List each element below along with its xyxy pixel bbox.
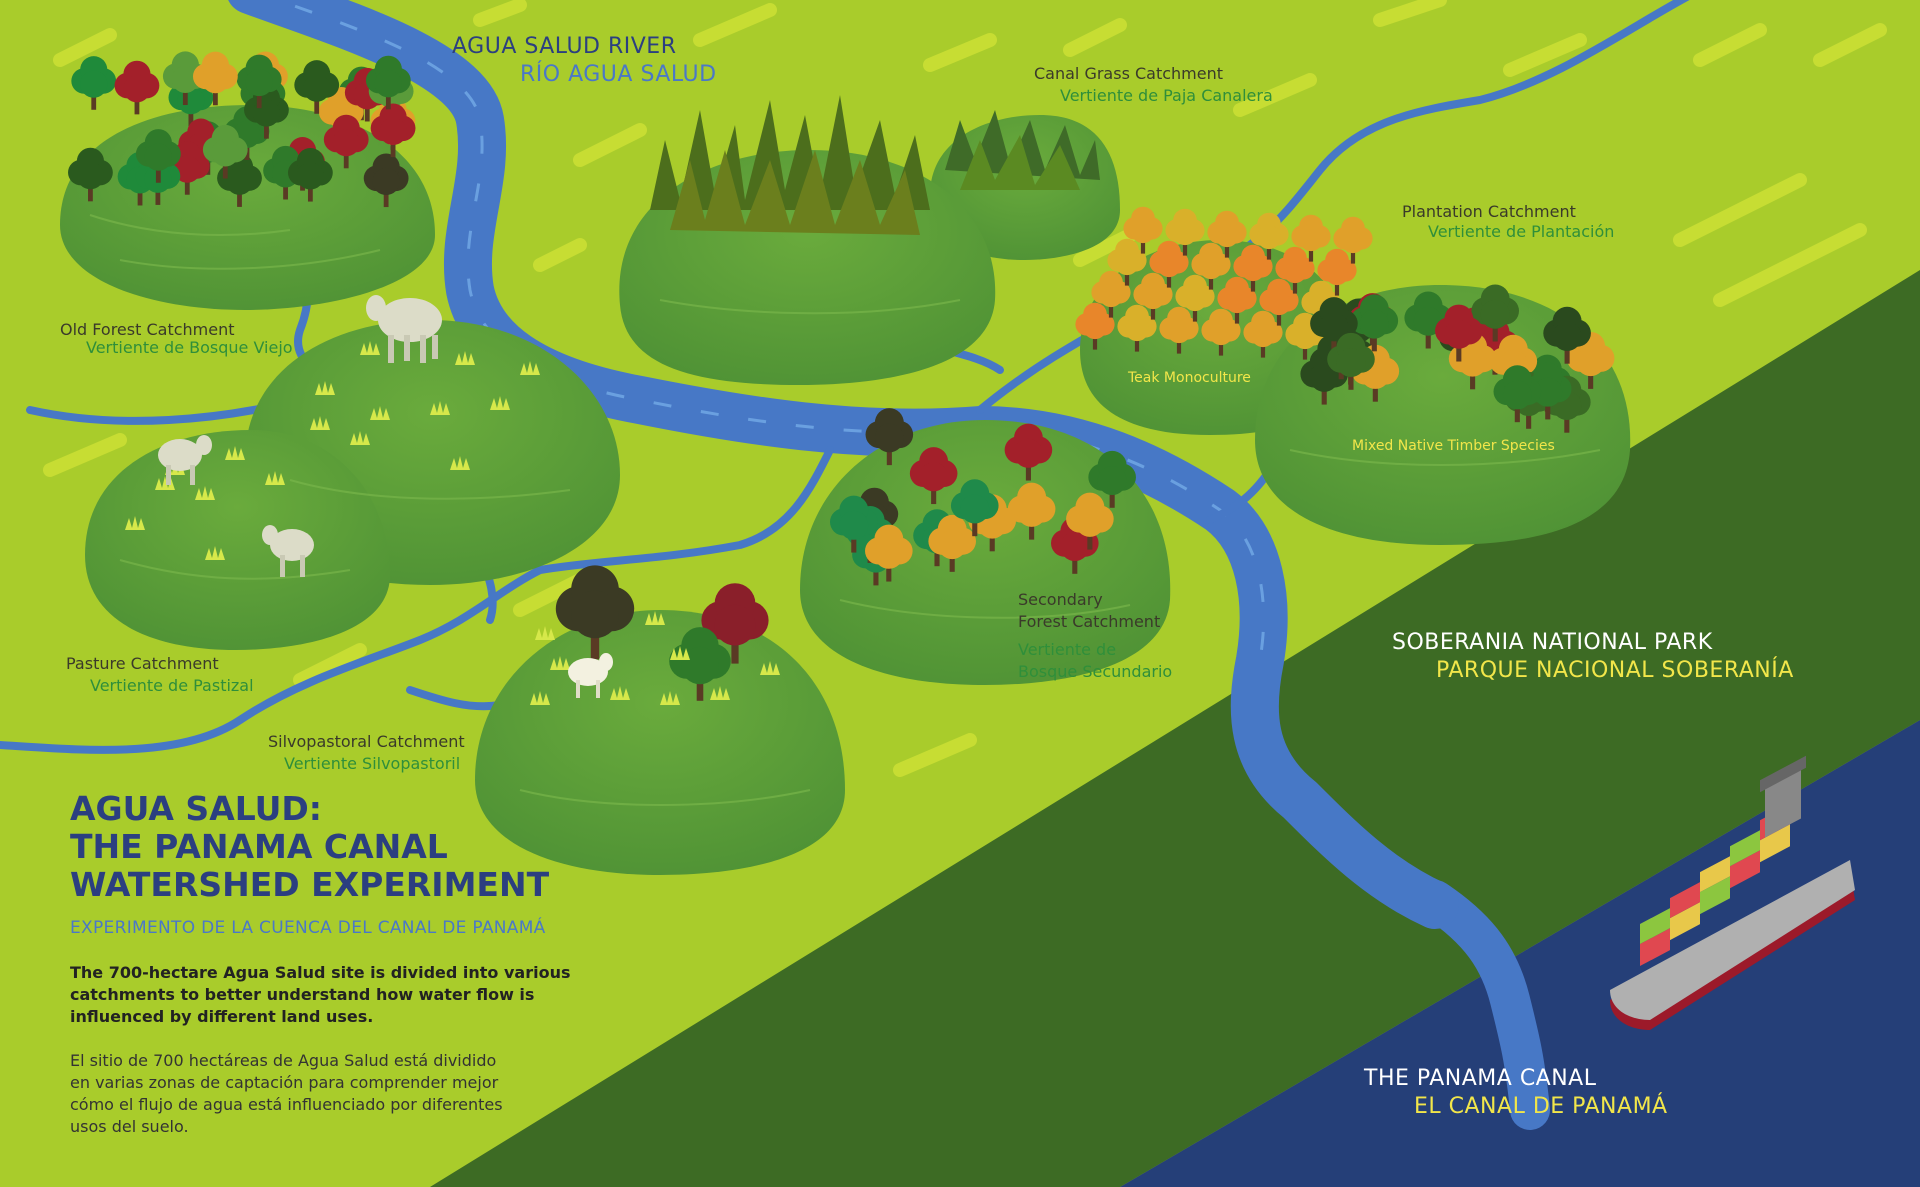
container-ship-icon — [1610, 755, 1855, 1030]
pasture-label-en: Pasture Catchment — [66, 654, 219, 673]
old-forest-label-en: Old Forest Catchment — [60, 320, 235, 339]
canal-grass — [650, 95, 1100, 235]
secondary-forest-label-en-2: Forest Catchment — [1018, 612, 1161, 631]
cow-icon — [158, 435, 212, 485]
cow-icon — [568, 653, 613, 698]
canal-label-en: THE PANAMA CANAL — [1364, 1066, 1597, 1091]
secondary-forest-label-es-1: Vertiente de — [1018, 640, 1117, 659]
subtitle-es: EXPERIMENTO DE LA CUENCA DEL CANAL DE PA… — [70, 918, 546, 938]
panama-canal-water — [1120, 720, 1920, 1187]
canal-grass-label-es: Vertiente de Paja Canalera — [1060, 86, 1273, 105]
description-en: The 700-hectare Agua Salud site is divid… — [70, 963, 571, 1026]
pasture-label-es: Vertiente de Pastizal — [90, 676, 254, 695]
description-es: El sitio de 700 hectáreas de Agua Salud … — [70, 1051, 503, 1136]
old-forest-label-es: Vertiente de Bosque Viejo — [86, 338, 293, 357]
silvopastoral-label-es: Vertiente Silvopastoril — [284, 754, 461, 773]
canal-stream — [1415, 880, 1550, 1130]
title-block: AGUA SALUD: THE PANAMA CANAL WATERSHED E… — [70, 790, 610, 1138]
tree-icon — [71, 56, 117, 110]
teak-label: Teak Monoculture — [1128, 370, 1251, 386]
title-line-3: WATERSHED EXPERIMENT — [70, 865, 550, 904]
silvopastoral-hill — [475, 610, 845, 875]
plantation-label-en: Plantation Catchment — [1402, 202, 1576, 221]
tree-icon — [114, 60, 160, 115]
secondary-forest-label-es-2: Bosque Secundario — [1018, 662, 1173, 681]
park-label-en: SOBERANIA NATIONAL PARK — [1392, 630, 1713, 655]
river-label-es: RÍO AGUA SALUD — [520, 62, 717, 87]
secondary-forest-hill — [800, 420, 1171, 685]
park-label-es: PARQUE NACIONAL SOBERANÍA — [1436, 658, 1794, 683]
cow-icon — [366, 295, 442, 363]
grass-tuft-icon — [535, 626, 555, 640]
canal-grass-label-en: Canal Grass Catchment — [1034, 64, 1224, 83]
canal-label-es: EL CANAL DE PANAMÁ — [1414, 1094, 1668, 1119]
title-line-2: THE PANAMA CANAL — [70, 827, 448, 866]
silvopastoral-label-en: Silvopastoral Catchment — [268, 732, 465, 751]
plantation-label-es: Vertiente de Plantación — [1428, 222, 1615, 241]
cow-icon — [262, 525, 314, 577]
mixed-label: Mixed Native Timber Species — [1352, 438, 1555, 454]
river-label-en: AGUA SALUD RIVER — [452, 34, 677, 59]
hill-contours — [89, 214, 1601, 806]
title-line-1: AGUA SALUD: — [70, 789, 322, 828]
secondary-forest-label-en-1: Secondary — [1018, 590, 1103, 609]
